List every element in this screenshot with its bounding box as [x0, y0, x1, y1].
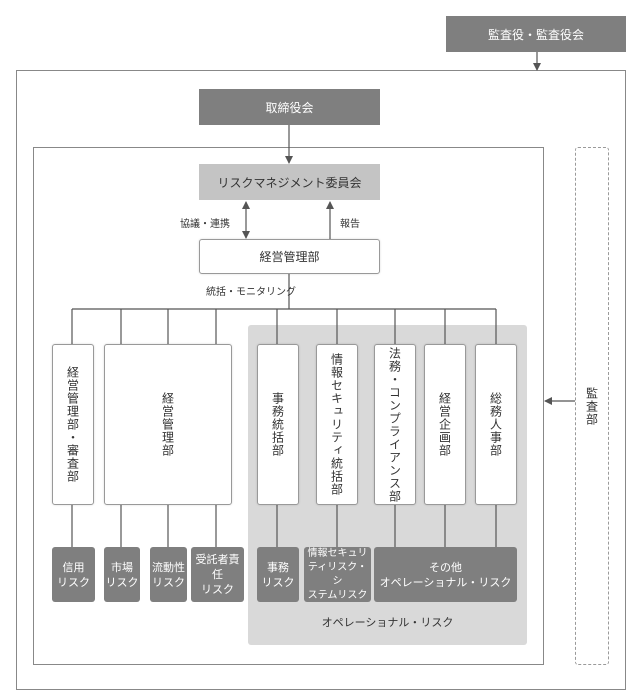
- department-label: 事務統括部: [270, 392, 285, 457]
- committee-label: リスクマネジメント委員会: [217, 175, 362, 190]
- department-box: 経営管理部・審査部: [52, 344, 94, 505]
- department-label: 経営管理部・審査部: [65, 366, 80, 483]
- department-label: 情報セキュリティ統括部: [329, 353, 344, 496]
- auditor-board-box: 監査役・監査役会: [446, 16, 626, 52]
- management-dept-label: 経営管理部: [259, 250, 320, 264]
- department-label: 経営管理部: [160, 392, 175, 457]
- department-box: 情報セキュリティ統括部: [316, 344, 358, 505]
- outer-frame: [16, 70, 626, 690]
- department-box: 事務統括部: [257, 344, 299, 505]
- risk-box: 受託者責任 リスク: [191, 547, 244, 602]
- board-box: 取締役会: [199, 89, 380, 125]
- department-box: 経営企画部: [424, 344, 466, 505]
- risk-box: 流動性 リスク: [150, 547, 187, 602]
- audit-dept-box: 監査部: [575, 147, 609, 665]
- board-label: 取締役会: [265, 100, 314, 115]
- department-label: 経営企画部: [437, 392, 452, 457]
- auditor-board-label: 監査役・監査役会: [487, 27, 584, 42]
- consult-label: 協議・連携: [180, 219, 230, 230]
- committee-box: リスクマネジメント委員会: [199, 164, 380, 200]
- department-box: 経営管理部: [104, 344, 232, 505]
- department-box: 総務人事部: [475, 344, 517, 505]
- risk-box: 市場 リスク: [104, 547, 140, 602]
- oversight-label: 統括・モニタリング: [206, 287, 296, 298]
- operational-risk-label: オペレーショナル・リスク: [321, 616, 454, 629]
- risk-box: 情報セキュリ ティリスク・シ ステムリスク: [304, 547, 371, 602]
- risk-box: その他 オペレーショナル・リスク: [374, 547, 517, 602]
- department-label: 総務人事部: [488, 392, 503, 457]
- audit-dept-label: 監査部: [584, 386, 599, 426]
- risk-box: 信用 リスク: [52, 547, 95, 602]
- management-dept-box: 経営管理部: [199, 239, 380, 274]
- department-label: 法務・コンプライアンス部: [387, 346, 402, 503]
- report-label: 報告: [340, 219, 360, 230]
- risk-box: 事務 リスク: [257, 547, 299, 602]
- department-box: 法務・コンプライアンス部: [374, 344, 416, 505]
